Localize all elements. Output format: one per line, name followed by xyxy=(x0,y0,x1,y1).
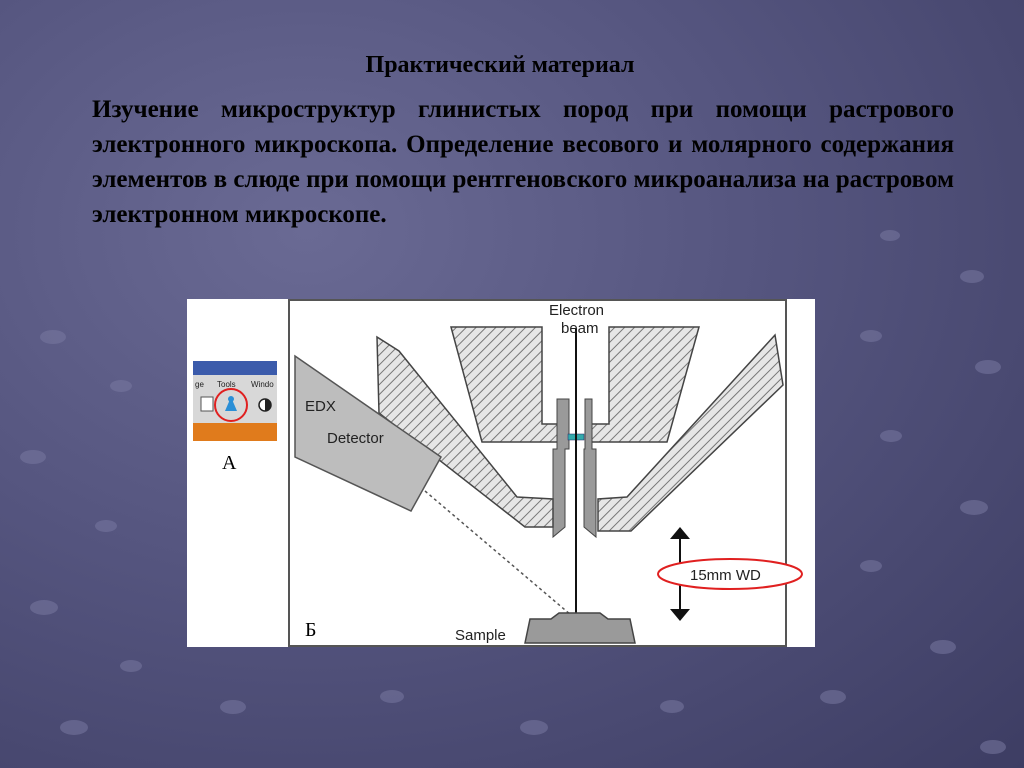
toolbar-orange-band xyxy=(193,423,277,441)
sem-edx-diagram: ge Tools Windo А xyxy=(187,299,815,647)
wd-highlight-ellipse xyxy=(657,558,803,590)
menu-item-ge: ge xyxy=(195,380,204,389)
highlight-circle xyxy=(214,388,248,422)
panel-a-toolbar-snippet: ge Tools Windo А xyxy=(193,361,277,474)
detector-label-line2: Detector xyxy=(327,430,384,447)
pole-piece-liner xyxy=(552,398,597,539)
menu-item-tools: Tools xyxy=(217,380,236,389)
diagram-svg: ge Tools Windo А xyxy=(193,299,803,647)
beam-label-line2: beam xyxy=(561,320,599,337)
slide-title: Практический материал xyxy=(365,52,635,78)
toolbar-titlebar xyxy=(193,361,277,375)
edx-detector xyxy=(294,354,442,512)
objective-lens xyxy=(450,326,700,443)
contrast-icon xyxy=(258,398,272,412)
sample-stage xyxy=(524,612,636,644)
menu-item-window: Windo xyxy=(251,380,274,389)
beam-label-line1: Electron xyxy=(549,302,604,319)
sample-label: Sample xyxy=(455,627,506,644)
xray-path-line xyxy=(424,490,572,616)
detector-label-line1: EDX xyxy=(305,398,336,415)
slide-body-text: Изучение микроструктур глинистых пород п… xyxy=(92,96,955,228)
panel-b-label: Б xyxy=(305,619,316,641)
edx-tool-icon xyxy=(225,396,237,411)
toolbar-button-icon xyxy=(200,396,214,412)
working-distance-label: 15mm WD xyxy=(690,567,761,584)
panel-a-label: А xyxy=(222,452,237,474)
